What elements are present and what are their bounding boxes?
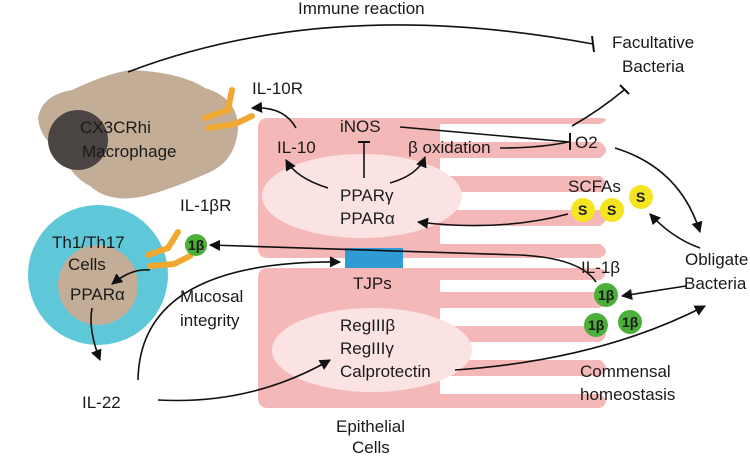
ppar-gamma-label: PPARγ — [340, 186, 394, 205]
il10-to-receptor-arrow — [250, 101, 297, 129]
immune-reaction-label: Immune reaction — [298, 0, 425, 18]
reg-to-obligate-arrow — [454, 305, 706, 371]
facultative-label-1: Facultative — [612, 33, 694, 52]
obligate-label-1: Obligate — [685, 250, 748, 269]
th-label-1: Th1/Th17 — [52, 233, 125, 252]
mucosal-label-1: Mucosal — [180, 287, 243, 306]
beta-oxidation-label: β oxidation — [408, 138, 491, 157]
lower-nucleus — [272, 308, 472, 392]
immune-reaction-tbar — [591, 35, 595, 53]
obligate-label-2: Bacteria — [684, 274, 747, 293]
il1b-bound-symbol: 1β — [188, 237, 205, 253]
il10-label: IL-10 — [277, 138, 316, 157]
reg-label-2: RegIIIγ — [340, 339, 394, 358]
scfa-molecule-3 — [629, 185, 653, 209]
il1b-molecule-2 — [584, 313, 608, 337]
il1b-bound-molecule — [185, 234, 207, 256]
reg-label-3: Calprotectin — [340, 362, 431, 381]
tjp-junction — [345, 248, 403, 268]
scfa-to-ppar-arrow — [416, 213, 569, 229]
il10r-receptor — [202, 87, 255, 131]
scfa-s-2: S — [607, 202, 616, 218]
mucosal-label-2: integrity — [180, 311, 240, 330]
obligate-to-scfa-arrow — [649, 213, 701, 249]
il1br-receptor — [145, 229, 193, 269]
inos-label: iNOS — [340, 117, 381, 136]
il1b-symbol-3: 1β — [622, 314, 639, 330]
il1b-symbol-1: 1β — [598, 287, 615, 303]
scfa-s-1: S — [578, 202, 587, 218]
il1br-label: IL-1βR — [180, 196, 231, 215]
th-cell-nucleus — [58, 245, 138, 325]
o2-facultative-tbar — [619, 84, 630, 95]
beta-oxidation-to-o2-line — [499, 141, 569, 149]
scfa-molecule-2 — [600, 198, 624, 222]
scfa-molecule-1 — [571, 198, 595, 222]
macrophage-label-2: Macrophage — [82, 142, 177, 161]
macrophage-nucleus — [48, 110, 108, 170]
epithelial-label-1: Epithelial — [336, 417, 405, 436]
tjps-label: TJPs — [353, 274, 392, 293]
scfas-label: SCFAs — [568, 177, 621, 196]
il22-to-reg-arrow — [157, 359, 331, 402]
reg-label-1: RegIIIβ — [340, 316, 395, 335]
il1br-to-ppar-arrow — [111, 268, 151, 285]
ppar-to-beta-oxidation-arrow — [389, 155, 427, 184]
il22-to-tjp-arrow — [137, 256, 342, 381]
commensal-label-2: homeostasis — [580, 385, 675, 404]
inos-to-o2-line — [399, 126, 571, 143]
il1b-label: IL-1β — [581, 258, 620, 277]
ppar-th-to-il22-arrow — [90, 307, 102, 362]
o2-to-obligate-arrow — [614, 147, 703, 234]
obligate-to-il1b-arrow — [620, 285, 687, 300]
immune-reaction-inhibition — [127, 24, 594, 73]
il1b-symbol-2: 1β — [588, 317, 605, 333]
o2-label: O2 — [575, 133, 598, 152]
il22-label: IL-22 — [82, 393, 121, 412]
il1b-to-receptor-arrow — [208, 239, 597, 283]
upper-nucleus — [262, 154, 462, 238]
il10r-label: IL-10R — [252, 79, 303, 98]
ppar-alpha-epi-label: PPARα — [340, 209, 395, 228]
ppar-alpha-th-label: PPARα — [70, 285, 125, 304]
il1b-molecule-3 — [618, 310, 642, 334]
scfa-s-3: S — [636, 189, 645, 205]
il1b-molecule-1 — [594, 283, 618, 307]
o2-to-facultative-inhibition — [571, 89, 625, 127]
epithelial-label-2: Cells — [352, 438, 390, 457]
ppar-to-il10-arrow — [285, 159, 329, 189]
facultative-label-2: Bacteria — [622, 57, 685, 76]
th-label-2: Cells — [68, 255, 106, 274]
commensal-label-1: Commensal — [580, 362, 671, 381]
macrophage-label-1: CX3CRhi — [80, 118, 151, 137]
